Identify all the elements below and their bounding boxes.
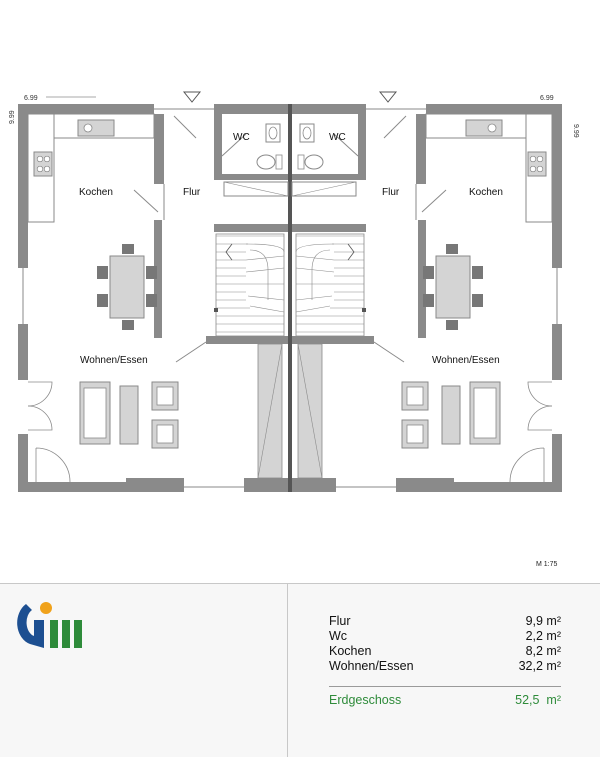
room-label-wc: WC: [329, 132, 346, 143]
room-label-flur: Flur: [382, 187, 400, 198]
area-label: Kochen: [329, 644, 372, 658]
total-value: 52,5 m²: [515, 693, 561, 707]
area-row-wohnen: Wohnen/Essen 32,2 m²: [329, 659, 561, 674]
dimension-right-horizontal: 6.99: [540, 95, 554, 102]
area-row-wc: Wc 2,2 m²: [329, 629, 561, 644]
area-value: 32,2 m²: [518, 659, 561, 673]
party-wall: [288, 104, 292, 492]
area-value: 9,9 m²: [525, 614, 561, 628]
floor-plan: 6.99 9.99 6.99 9.99 WC Kochen Flur Wohne…: [9, 91, 579, 493]
company-logo: [17, 602, 82, 648]
area-label: Flur: [329, 614, 351, 628]
room-label-wc: WC: [233, 132, 250, 143]
scale-label: M 1:75: [536, 561, 558, 568]
total-label: Erdgeschoss: [329, 693, 402, 707]
room-label-wohnen: Wohnen/Essen: [432, 355, 500, 366]
room-label-flur: Flur: [183, 187, 201, 198]
area-label: Wc: [329, 629, 348, 643]
room-label-wohnen: Wohnen/Essen: [80, 355, 148, 366]
area-row-total: Erdgeschoss 52,5 m²: [329, 693, 561, 708]
area-value: 2,2 m²: [525, 629, 561, 643]
area-table: Flur 9,9 m² Wc 2,2 m² Kochen 8,2 m² Wohn…: [329, 614, 561, 708]
divider: [287, 584, 288, 757]
info-box: Flur 9,9 m² Wc 2,2 m² Kochen 8,2 m² Wohn…: [0, 583, 600, 757]
dimension-left-horizontal: 6.99: [24, 95, 38, 102]
dimension-right-vertical: 9.99: [572, 124, 579, 138]
room-label-kochen: Kochen: [79, 187, 113, 198]
area-label: Wohnen/Essen: [329, 659, 414, 673]
area-row-kochen: Kochen 8,2 m²: [329, 644, 561, 659]
area-separator: [329, 686, 561, 687]
room-label-kochen: Kochen: [469, 187, 503, 198]
dimension-left-vertical: 9.99: [9, 110, 16, 124]
area-row-flur: Flur 9,9 m²: [329, 614, 561, 629]
area-value: 8,2 m²: [525, 644, 561, 658]
